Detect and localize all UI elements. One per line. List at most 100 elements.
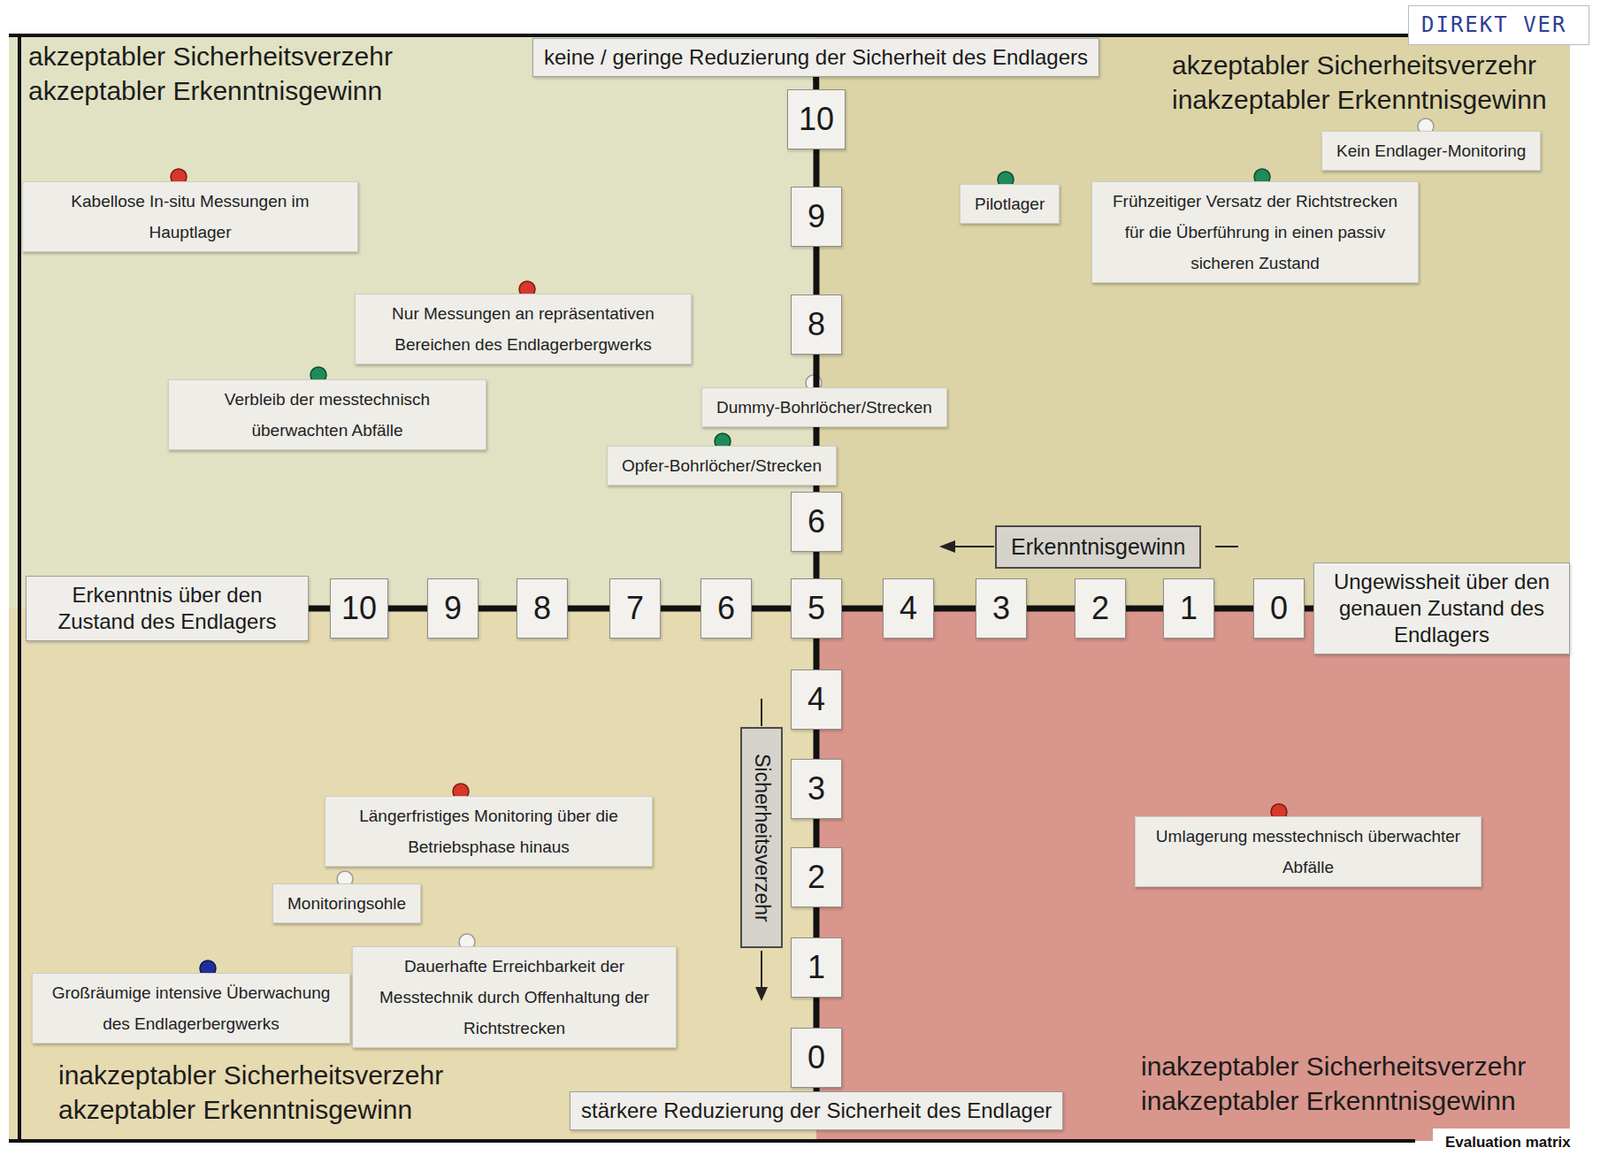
direction-arrow [760, 950, 763, 989]
node-text: keine / geringe Reduzierung der Sicherhe… [543, 44, 1088, 71]
axis-line [1304, 605, 1314, 613]
node-text: Erkenntnis über den Zustand des Endlager… [37, 581, 298, 636]
scale-number: 4 [882, 578, 934, 639]
axis-line [660, 605, 701, 613]
scale-number: 0 [1253, 578, 1305, 639]
measure-card: Pilotlager [959, 183, 1060, 224]
node-text: 2 [1086, 579, 1115, 638]
axis-end-label: Erkenntnis über den Zustand des Endlager… [25, 575, 309, 642]
node-text: Erkenntnisgewinn [1010, 532, 1186, 562]
scale-number: 5 [790, 578, 843, 639]
node-text: 9 [438, 579, 467, 638]
frame-line [17, 33, 22, 1143]
axis-line [842, 605, 883, 613]
node-text: DIREKT VER [1421, 11, 1577, 39]
node-text: 4 [802, 670, 831, 729]
scale-number: 1 [790, 937, 843, 998]
axis-line [813, 907, 820, 938]
axis-line [1125, 605, 1164, 613]
quadrant-label-text: akzeptabler Sicherheitsverzehr inakzepta… [1171, 47, 1588, 117]
axis-title: Sicherheitsverzehr [740, 727, 783, 949]
axis-line [751, 605, 791, 613]
quadrant-bottom-left [8, 608, 817, 1141]
frame-line [8, 33, 1570, 38]
direction-arrow [760, 698, 763, 727]
measure-card: Kein Endlager-Monitoring [1321, 130, 1541, 171]
node-text: Ungewissheit über den genauen Zustand de… [1324, 568, 1559, 649]
axis-line [812, 76, 820, 90]
axis-line [388, 605, 428, 613]
node-text: Großräumige intensive Überwachung des En… [46, 977, 336, 1040]
arrow-head [755, 987, 768, 1002]
scale-number: 4 [790, 669, 843, 730]
axis-line [813, 551, 820, 579]
node-text: 10 [341, 579, 377, 638]
measure-card: Nur Messungen an repräsentativen Bereich… [354, 293, 692, 365]
scale-number: 8 [790, 294, 843, 355]
scale-number: 10 [787, 89, 846, 150]
node-text: 10 [798, 90, 835, 149]
axis-line [813, 638, 820, 670]
scale-number: 2 [790, 847, 843, 908]
scale-number: 10 [329, 578, 389, 639]
node-text: 4 [894, 579, 923, 638]
quadrant-top-left [8, 33, 817, 609]
direction-arrow [953, 545, 995, 548]
measure-card: Dauerhafte Erreichbarkeit der Messtechni… [352, 946, 677, 1049]
quadrant-label: inakzeptabler Sicherheitsverzehr inakzep… [1140, 1048, 1557, 1118]
scale-number: 6 [700, 578, 752, 639]
measure-card: Frühzeitiger Versatz der Richtstrecken f… [1091, 181, 1419, 284]
node-text: 9 [802, 187, 831, 246]
scale-number: 8 [516, 578, 568, 639]
scale-number: 1 [1163, 578, 1215, 639]
measure-card: Längerfristiges Monitoring über die Betr… [324, 796, 653, 867]
axis-end-label: keine / geringe Reduzierung der Sicherhe… [532, 38, 1100, 77]
node-text: Pilotlager [974, 188, 1045, 220]
node-text: 7 [620, 579, 650, 638]
measure-card: Dummy-Bohrlöcher/Strecken [701, 387, 948, 428]
node-text: Dauerhafte Erreichbarkeit der Messtechni… [367, 950, 662, 1044]
axis-line [1026, 605, 1075, 613]
node-text: Monitoringsohle [287, 888, 406, 919]
scale-number: 3 [975, 578, 1027, 639]
quadrant-label-text: inakzeptabler Sicherheitsverzehr inakzep… [1140, 1048, 1557, 1118]
node-text: 6 [711, 579, 741, 638]
axis-line [1214, 605, 1254, 613]
quadrant-label: akzeptabler Sicherheitsverzehr inakzepta… [1171, 47, 1588, 117]
node-text: Kabellose In-situ Messungen im Hauptlage… [37, 185, 344, 248]
axis-line [813, 819, 820, 848]
node-text: Frühzeitiger Versatz der Richtstrecken f… [1106, 185, 1404, 279]
node-text: 3 [987, 579, 1016, 638]
axis-line [933, 605, 976, 613]
node-text: 8 [528, 579, 557, 638]
scale-number: 9 [790, 186, 843, 247]
node-text: 1 [1174, 579, 1203, 638]
node-text: Umlagerung messtechnisch überwachter Abf… [1149, 820, 1467, 883]
quadrant-bottom-right [816, 608, 1570, 1141]
measure-card: Umlagerung messtechnisch überwachter Abf… [1134, 816, 1482, 888]
scale-number: 2 [1074, 578, 1126, 639]
node-text: 3 [802, 759, 831, 819]
node-text: Verbleib der messtechnisch überwachten A… [183, 383, 472, 446]
node-text: stärkere Reduzierung der Sicherheit des … [581, 1097, 1052, 1125]
node-text: Dummy-Bohrlöcher/Strecken [716, 391, 933, 423]
node-text: Nur Messungen an repräsentativen Bereich… [369, 298, 677, 360]
direction-arrow [1215, 545, 1239, 548]
axis-line [813, 997, 820, 1028]
measure-card: Großräumige intensive Überwachung des En… [31, 972, 351, 1044]
scale-number: 7 [609, 578, 661, 639]
frame-line [8, 1139, 1416, 1143]
scale-number: 9 [427, 578, 479, 639]
scale-number: 3 [790, 758, 843, 820]
node-text: Längerfristiges Monitoring über die Betr… [339, 800, 638, 863]
node-text: 5 [802, 579, 831, 638]
arrow-head [939, 540, 956, 553]
quadrant-label-text: inakzeptabler Sicherheitsverzehr akzepta… [58, 1057, 475, 1127]
node-text: 6 [802, 492, 831, 552]
axis-end-label: stärkere Reduzierung der Sicherheit des … [569, 1091, 1064, 1131]
node-text: Kein Endlager-Monitoring [1336, 135, 1526, 167]
axis-line [813, 149, 820, 187]
